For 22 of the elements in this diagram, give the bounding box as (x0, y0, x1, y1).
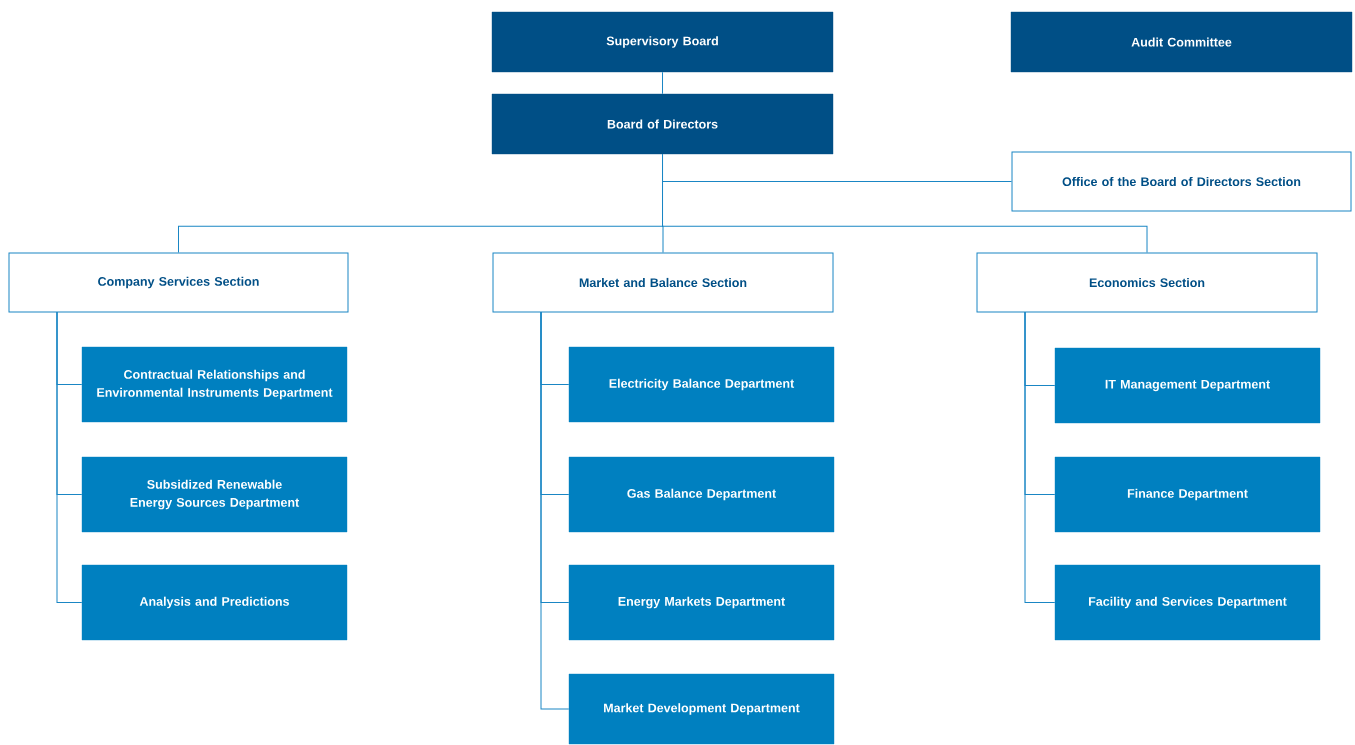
connector-line (56, 311, 83, 603)
board-box: Audit Committee (1010, 11, 1353, 73)
department-box: IT Management Department (1054, 347, 1321, 424)
connector-line (1024, 311, 1056, 603)
board-box: Supervisory Board (491, 11, 834, 73)
department-box: Finance Department (1054, 456, 1321, 533)
section-box: Company Services Section (8, 252, 349, 313)
department-box: Analysis and Predictions (81, 564, 348, 641)
department-box: Gas Balance Department (568, 456, 835, 533)
section-box: Market and Balance Section (492, 252, 834, 313)
department-box: Energy Markets Department (568, 564, 835, 641)
connector-line (540, 311, 570, 710)
section-box: Office of the Board of Directors Section (1011, 151, 1352, 212)
department-box: Electricity Balance Department (568, 346, 835, 423)
connector-line (662, 71, 663, 95)
department-box: Facility and Services Department (1054, 564, 1321, 641)
connector-line (662, 153, 1148, 253)
department-box: Market Development Department (568, 673, 835, 745)
department-box: Subsidized Renewable Energy Sources Department (81, 456, 348, 533)
department-box: Contractual Relationships and Environmental Instruments Department (81, 346, 348, 423)
board-box: Board of Directors (491, 93, 834, 155)
section-box: Economics Section (976, 252, 1318, 313)
